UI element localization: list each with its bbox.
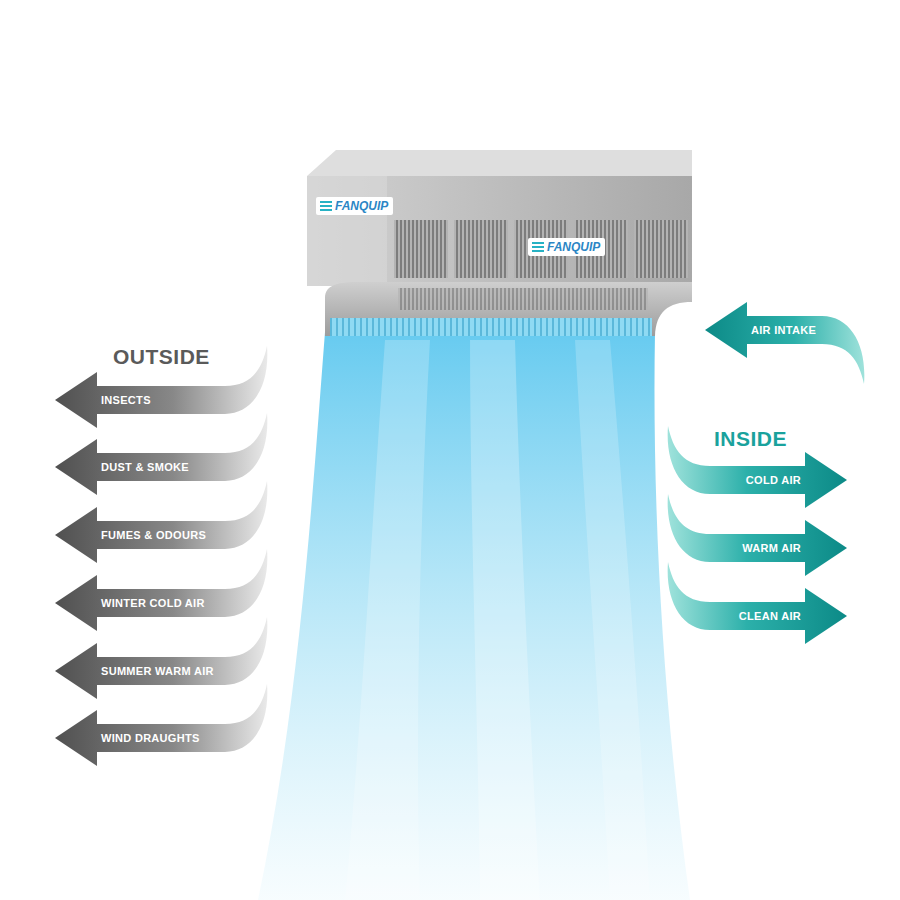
arrow-shape: [665, 492, 847, 578]
flow-arrow: WARM AIR: [665, 492, 847, 578]
housing-side: [307, 176, 387, 286]
air-stream-streak: [575, 340, 650, 900]
arrow-shape: [705, 300, 867, 386]
arrow-shape: [55, 479, 270, 565]
flow-arrow: FUMES & ODOURS: [55, 479, 270, 565]
side-heading: INSIDE: [714, 427, 787, 451]
arrow-label: AIR INTAKE: [751, 324, 816, 337]
housing-lip: [325, 282, 692, 336]
flow-arrow: DUST & SMOKE: [55, 411, 270, 497]
flow-arrow: CLEAN AIR: [665, 560, 847, 646]
arrow-label: WINTER COLD AIR: [101, 597, 205, 610]
vent-grille: [394, 220, 448, 278]
flow-arrow: AIR INTAKE: [705, 300, 867, 386]
arrow-label: CLEAN AIR: [739, 610, 801, 623]
arrow-label: FUMES & ODOURS: [101, 529, 206, 542]
vent-grille: [634, 220, 688, 278]
vent-grille: [454, 220, 508, 278]
flow-arrow: WIND DRAUGHTS: [55, 682, 270, 768]
brand-logo: FANQUIP: [316, 197, 393, 215]
arrow-shape: [55, 547, 270, 633]
flow-arrow: WINTER COLD AIR: [55, 547, 270, 633]
arrow-shape: [665, 560, 847, 646]
air-stream-streak: [345, 340, 430, 900]
arrow-shape: [55, 682, 270, 768]
housing-front: [307, 176, 692, 286]
arrow-label: WIND DRAUGHTS: [101, 732, 200, 745]
arrow-shape: [55, 615, 270, 701]
air-stream-streak: [470, 340, 540, 900]
brand-logo: FANQUIP: [528, 238, 605, 256]
air-nozzle: [330, 318, 652, 336]
arrow-label: SUMMER WARM AIR: [101, 665, 214, 678]
housing-top: [307, 150, 692, 176]
arrow-label: COLD AIR: [746, 474, 801, 487]
arrow-label: INSECTS: [101, 394, 151, 407]
flow-arrow: SUMMER WARM AIR: [55, 615, 270, 701]
arrow-label: DUST & SMOKE: [101, 461, 189, 474]
air-stream: [258, 332, 690, 900]
arrow-shape: [55, 411, 270, 497]
side-heading: OUTSIDE: [113, 345, 210, 369]
arrow-label: WARM AIR: [742, 542, 801, 555]
vent-grille: [398, 288, 648, 310]
